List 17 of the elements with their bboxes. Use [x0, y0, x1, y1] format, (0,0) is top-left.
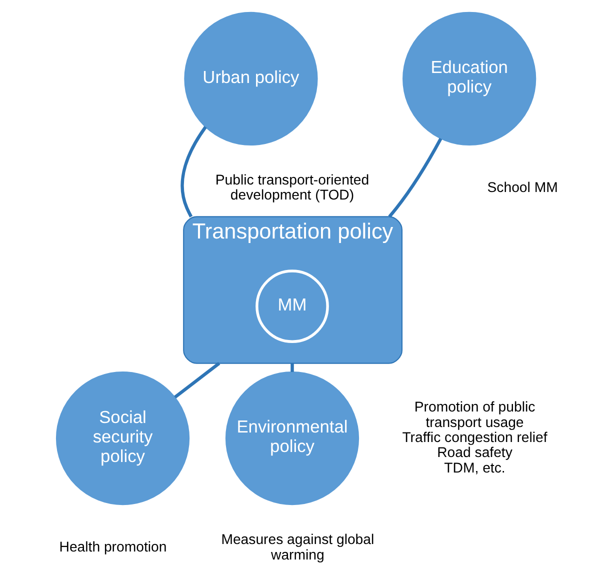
node-label: Health promotion: [59, 538, 167, 555]
connector: [388, 138, 442, 218]
node-label: Promotion of public transport usage: [414, 398, 536, 430]
node-label: TDM, etc.: [444, 459, 506, 476]
node-circle: Environmental policy: [225, 371, 360, 506]
node-label: Measures against global warming: [221, 531, 374, 562]
node-circle: MM: [256, 270, 329, 343]
node-label: Public transport-oriented development (TOD): [215, 172, 370, 203]
node-circle: Education policy: [402, 12, 536, 146]
node-label: School MM: [487, 179, 558, 196]
connector: [174, 362, 220, 398]
node-circle: Urban policy: [184, 12, 318, 146]
node-circle: Social security policy: [56, 371, 190, 506]
connector: [290, 363, 294, 372]
node-label: Road safety: [437, 444, 512, 460]
node-label: Traffic congestion relief: [402, 428, 548, 445]
connector: [180, 126, 207, 218]
